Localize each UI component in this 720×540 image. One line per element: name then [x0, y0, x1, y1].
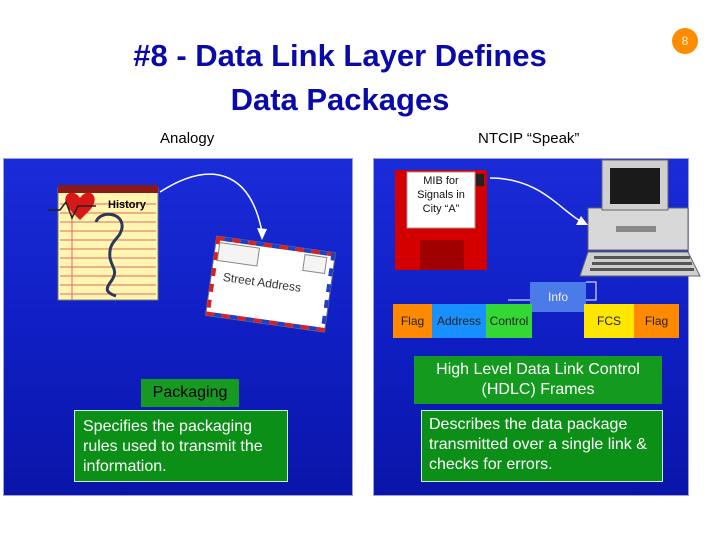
frame-address-field: Address: [432, 304, 486, 338]
frame-flag-end: Flag: [634, 304, 679, 338]
frame-info-field: Info: [530, 282, 586, 312]
packaging-description: Specifies the packaging rules used to tr…: [74, 410, 288, 482]
hdlc-title: High Level Data Link Control (HDLC) Fram…: [414, 356, 662, 404]
frame-fcs-field: FCS: [584, 304, 634, 338]
frame-control-field: Control: [486, 304, 532, 338]
page-number: 28: [638, 494, 651, 508]
floppy-label: MIB for Signals in City “A”: [410, 174, 472, 224]
frame-flag-start: Flag: [393, 304, 432, 338]
packaging-label: Packaging: [141, 379, 239, 407]
hdlc-description: Describes the data package transmitted o…: [421, 410, 663, 482]
history-label: History: [108, 199, 146, 211]
computer-icon: [580, 160, 700, 276]
